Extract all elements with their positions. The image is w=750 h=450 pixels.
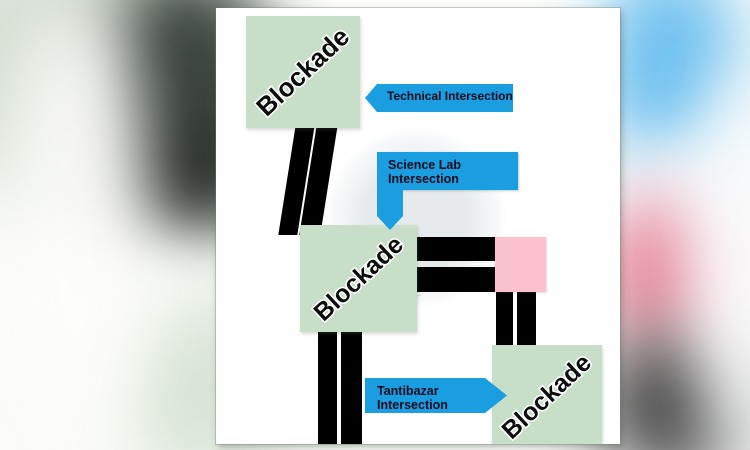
blockade-block-top: Blockade [246,16,360,128]
callout-science-lab-intersection: Science Lab Intersection [377,152,518,230]
road-segment-south-left [318,332,337,444]
road-segment-southeast-left [496,285,513,349]
callout-technical-intersection: Technical Intersection [365,84,513,112]
diagram-panel: Police Blockade Blockade Blockade Techni… [216,8,620,444]
arrow-left-icon [365,84,513,112]
arrow-down-icon [377,189,403,230]
road-segment-east-upper [417,237,497,261]
callout-banner [377,152,518,190]
callout-label: Science Lab Intersection [388,158,461,186]
road-segment-southeast-right [517,285,536,349]
pink-building-block [495,237,546,292]
background-blur-blob [0,0,150,450]
blockade-label: Blockade [249,20,357,124]
blockade-label: Blockade [306,228,409,327]
blockade-label: Blockade [495,346,598,444]
road-segment-east-lower [417,267,497,292]
blockade-block-middle: Blockade [300,225,417,332]
blockade-block-bottom: Blockade [492,345,602,444]
callout-tantibazar-intersection: Tantibazar Intersection [365,378,507,413]
road-segment-south-right [341,332,362,444]
callout-label: Tantibazar Intersection [377,384,448,412]
callout-label: Technical Intersection [387,89,513,103]
arrow-right-icon [365,378,507,413]
